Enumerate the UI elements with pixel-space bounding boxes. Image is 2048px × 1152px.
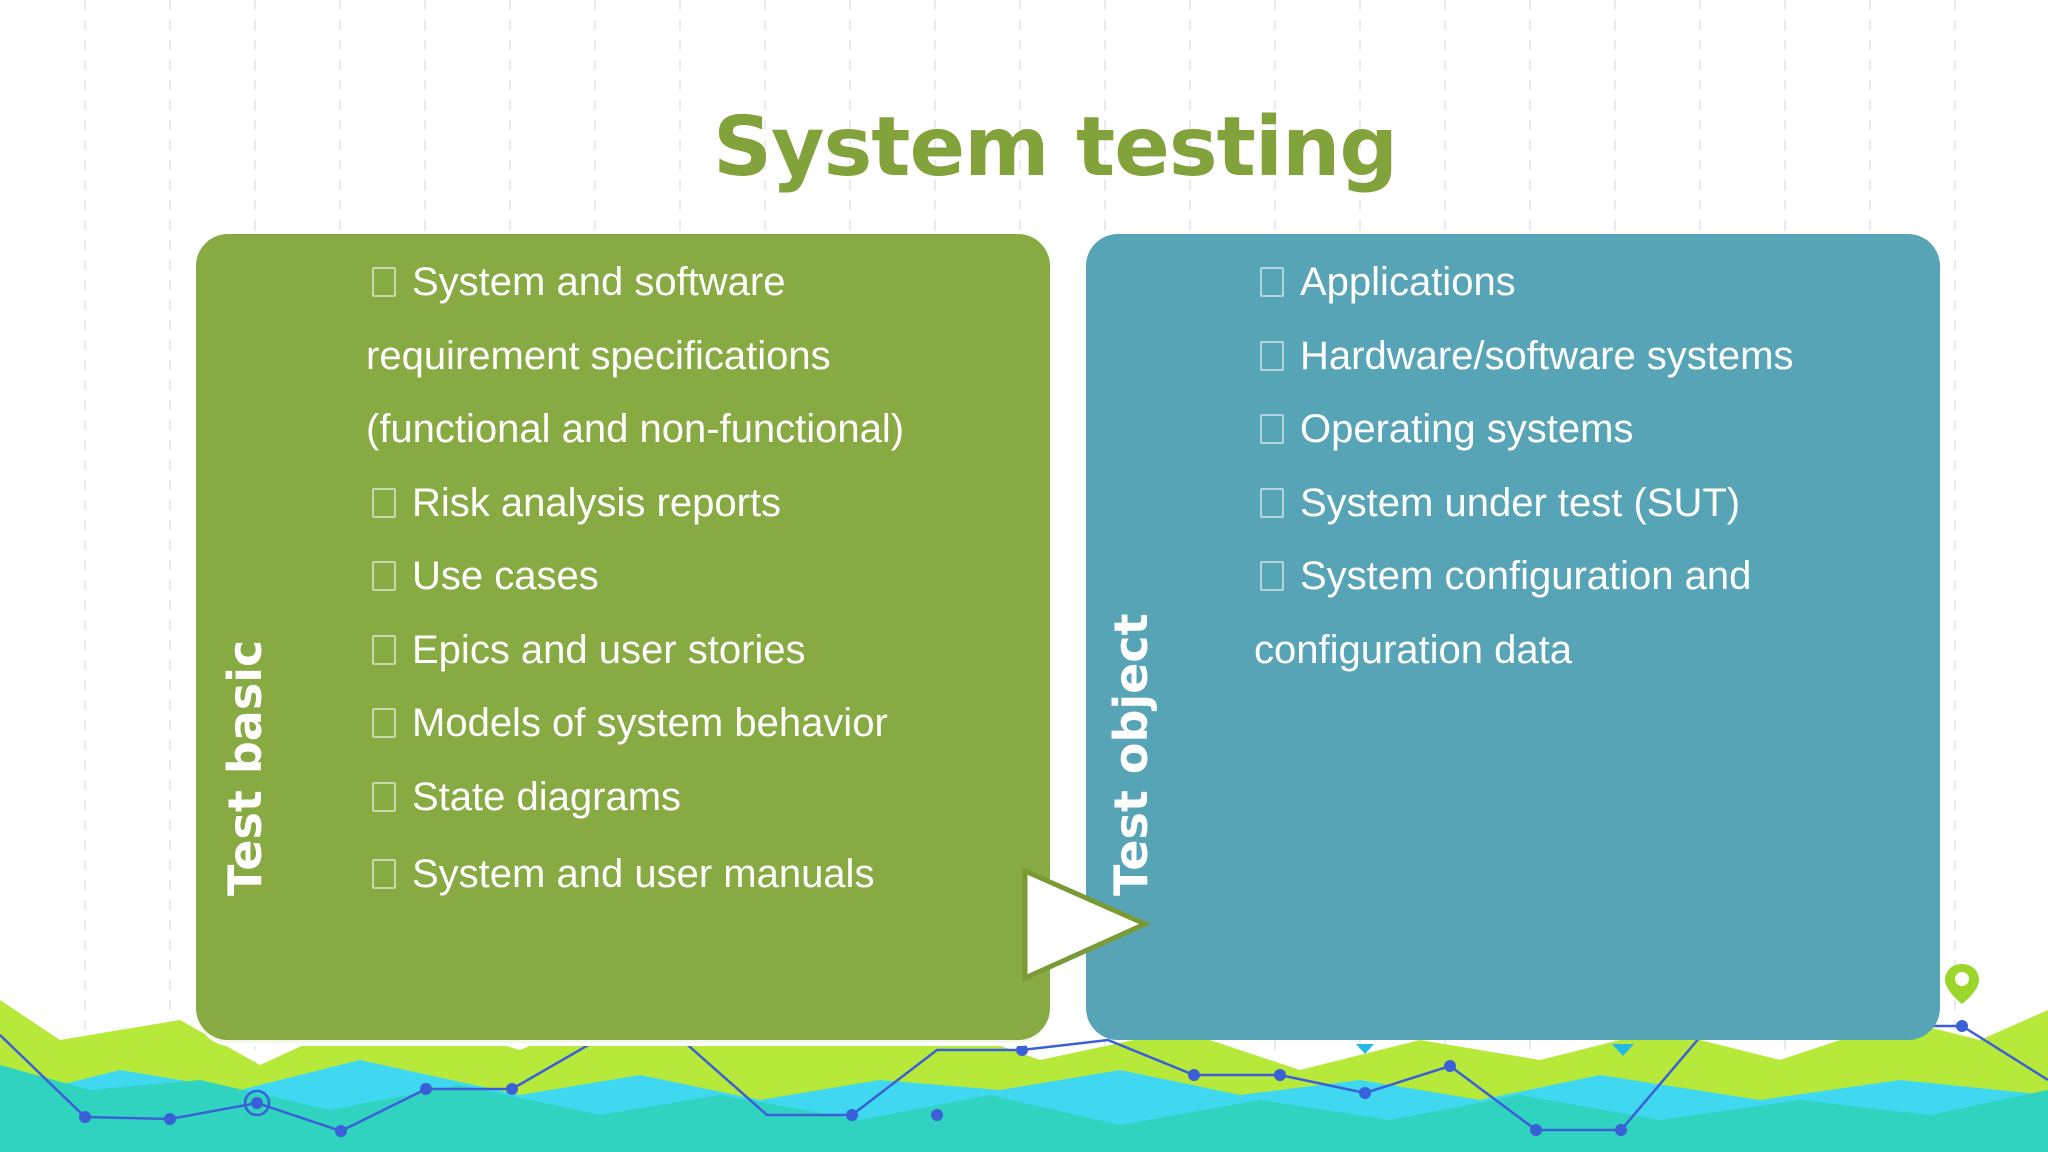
list-item: Models of system behavior — [366, 687, 1046, 761]
slide-title: System testing — [712, 100, 1398, 195]
square-bullet-icon — [1260, 487, 1284, 518]
square-bullet-icon — [372, 561, 396, 591]
list-item: Risk analysis reports — [366, 467, 1046, 541]
square-bullet-icon — [1260, 414, 1284, 444]
square-bullet-icon — [372, 781, 396, 812]
ring-marker — [243, 1089, 271, 1117]
list-item: System and software requirement specific… — [366, 260, 905, 451]
square-bullet-icon — [1260, 561, 1284, 591]
test-basic-list: System and software requirement specific… — [366, 246, 1046, 912]
test-object-heading: Test object — [1104, 613, 1158, 896]
location-pin-icon — [1945, 964, 1979, 1004]
list-item: Epics and user stories — [366, 614, 1046, 688]
list-item: Use cases — [366, 540, 1046, 614]
line-graph-points — [79, 1020, 1968, 1137]
square-bullet-icon — [372, 859, 396, 889]
arrow-right-icon — [1022, 868, 1152, 982]
square-bullet-icon — [372, 708, 396, 738]
square-bullet-icon — [372, 487, 396, 518]
test-object-list: Applications Hardware/software systems O… — [1254, 246, 1934, 687]
square-bullet-icon — [1260, 267, 1284, 297]
square-bullet-icon — [1260, 340, 1284, 371]
list-item: State diagrams — [366, 761, 1046, 835]
list-item: System under test (SUT) — [1254, 467, 1934, 541]
test-basic-panel: Test basic System and software requireme… — [196, 234, 1050, 1040]
test-object-panel: Test object Applications Hardware/softwa… — [1086, 234, 1940, 1040]
list-item: Applications — [1254, 246, 1934, 320]
square-bullet-icon — [372, 267, 396, 297]
list-item: System configuration and configuration d… — [1254, 554, 1752, 672]
list-item: Hardware/software systems — [1254, 320, 1934, 394]
square-bullet-icon — [372, 634, 396, 665]
triangle-marker — [1356, 1044, 1374, 1054]
list-item: System and user manuals — [366, 838, 1046, 912]
triangle-marker-2 — [1612, 1044, 1634, 1056]
list-item: Operating systems — [1254, 393, 1934, 467]
test-basic-heading: Test basic — [218, 639, 272, 896]
